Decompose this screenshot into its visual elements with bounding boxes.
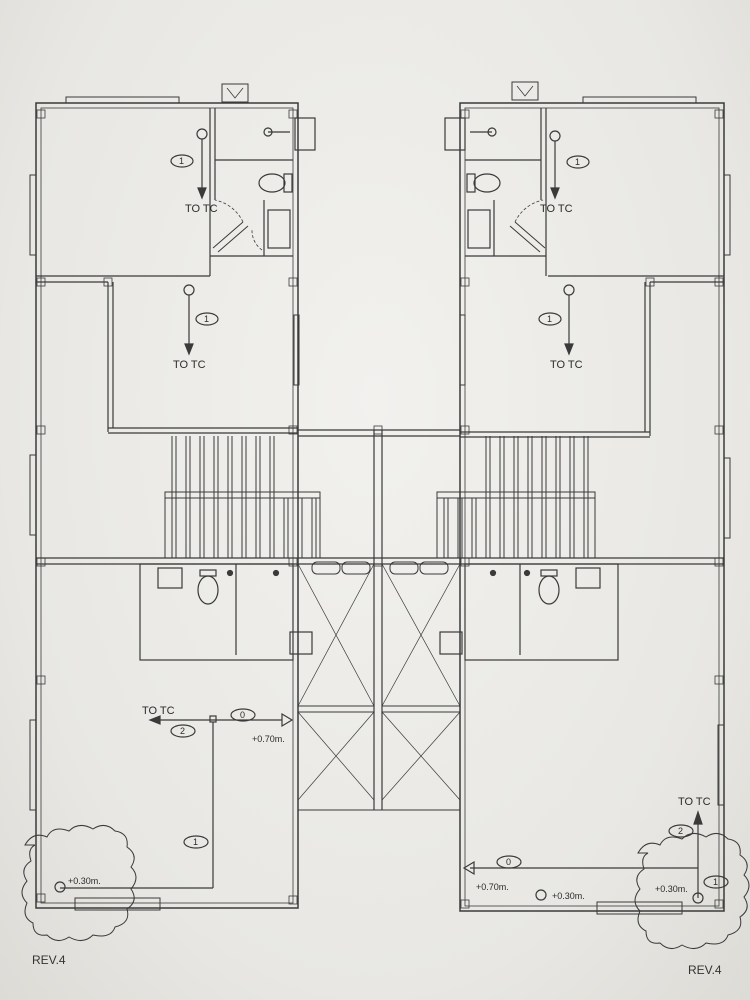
column-node — [714, 109, 724, 119]
pipe-label-to-tc: TO TC — [173, 359, 206, 371]
revision-label: REV.4 — [32, 953, 66, 967]
column-node — [288, 425, 298, 435]
column-node — [288, 895, 298, 905]
column-node — [714, 675, 724, 685]
column-node — [36, 277, 46, 287]
column-node — [36, 109, 46, 119]
column-node — [714, 557, 724, 567]
level-mark: +0.70m. — [252, 734, 285, 744]
column-node — [36, 557, 46, 567]
pipe-label-to-tc: TO TC — [550, 359, 583, 371]
revision-label: REV.4 — [688, 963, 722, 977]
left-upper-rooms — [29, 83, 316, 434]
column-node — [103, 277, 113, 287]
column-node — [373, 425, 383, 435]
pipe-label-to-tc: TO TC — [540, 203, 573, 215]
pipe-number: 2 — [180, 726, 185, 736]
pipe-row — [311, 561, 449, 575]
column-node — [714, 899, 724, 909]
outer-walls — [35, 102, 725, 912]
column-node — [288, 277, 298, 287]
wall-node-markers — [36, 109, 724, 909]
pipe-number: 1 — [204, 314, 209, 324]
left-lower-bath — [139, 563, 313, 661]
column-node — [460, 109, 470, 119]
pipe-label-to-tc: TO TC — [185, 203, 218, 215]
pipe-run-upper-left — [170, 128, 219, 356]
column-node — [373, 557, 383, 567]
pipe-number: 1 — [547, 314, 552, 324]
column-node — [288, 109, 298, 119]
pipe-number: 0 — [240, 710, 245, 720]
stairs-right — [436, 436, 596, 559]
column-node — [460, 277, 470, 287]
column-node — [714, 425, 724, 435]
right-lower-bath — [439, 563, 619, 661]
column-node — [36, 675, 46, 685]
pipe-run-lower-right — [462, 810, 729, 904]
level-mark: +0.70m. — [476, 882, 509, 892]
column-node — [288, 557, 298, 567]
level-mark: +0.30m. — [552, 891, 585, 901]
pipe-run-upper-right — [538, 130, 590, 356]
pipe-number: 1 — [713, 877, 718, 887]
column-node — [36, 425, 46, 435]
column-node — [36, 893, 46, 903]
annotations: TO TC TO TC TO TC TO TC TO TC TO TC 1 1 … — [32, 156, 722, 977]
pipe-label-to-tc: TO TC — [142, 705, 175, 717]
column-node — [460, 425, 470, 435]
pipe-number: 1 — [179, 156, 184, 166]
column-node — [645, 277, 655, 287]
column-node — [460, 557, 470, 567]
pipe-label-to-tc: TO TC — [678, 796, 711, 808]
center-court — [297, 563, 461, 811]
pipe-number: 1 — [575, 157, 580, 167]
pipe-run-lower-left — [54, 708, 294, 893]
pipe-number: 2 — [678, 826, 683, 836]
right-upper-rooms — [444, 81, 731, 438]
shrub-left — [21, 825, 137, 941]
pipe-number: 1 — [193, 837, 198, 847]
column-node — [460, 899, 470, 909]
level-mark: +0.30m. — [68, 876, 101, 886]
shrub-right — [634, 833, 750, 949]
pipe-number: 0 — [506, 857, 511, 867]
side-windows — [29, 314, 731, 915]
level-mark: +0.30m. — [655, 884, 688, 894]
column-node — [714, 277, 724, 287]
stairs-left — [164, 436, 321, 559]
